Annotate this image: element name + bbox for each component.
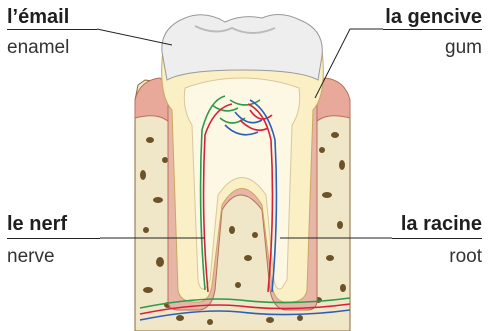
gum-label-fr: la gencive xyxy=(385,7,482,27)
nerve-underline xyxy=(7,238,100,239)
enamel-crown xyxy=(162,14,322,80)
enamel-leader xyxy=(97,29,172,45)
nerve-label-fr: le nerf xyxy=(7,214,67,234)
gum-underline xyxy=(383,29,482,30)
enamel-label-fr: l’émail xyxy=(7,7,69,27)
nerve-label-en: nerve xyxy=(7,247,55,266)
enamel-underline xyxy=(7,29,97,30)
root-underline xyxy=(392,238,482,239)
gum-label-en: gum xyxy=(445,38,482,57)
root-label-en: root xyxy=(449,247,482,266)
enamel-label-en: enamel xyxy=(7,38,69,57)
root-label-fr: la racine xyxy=(401,214,482,234)
